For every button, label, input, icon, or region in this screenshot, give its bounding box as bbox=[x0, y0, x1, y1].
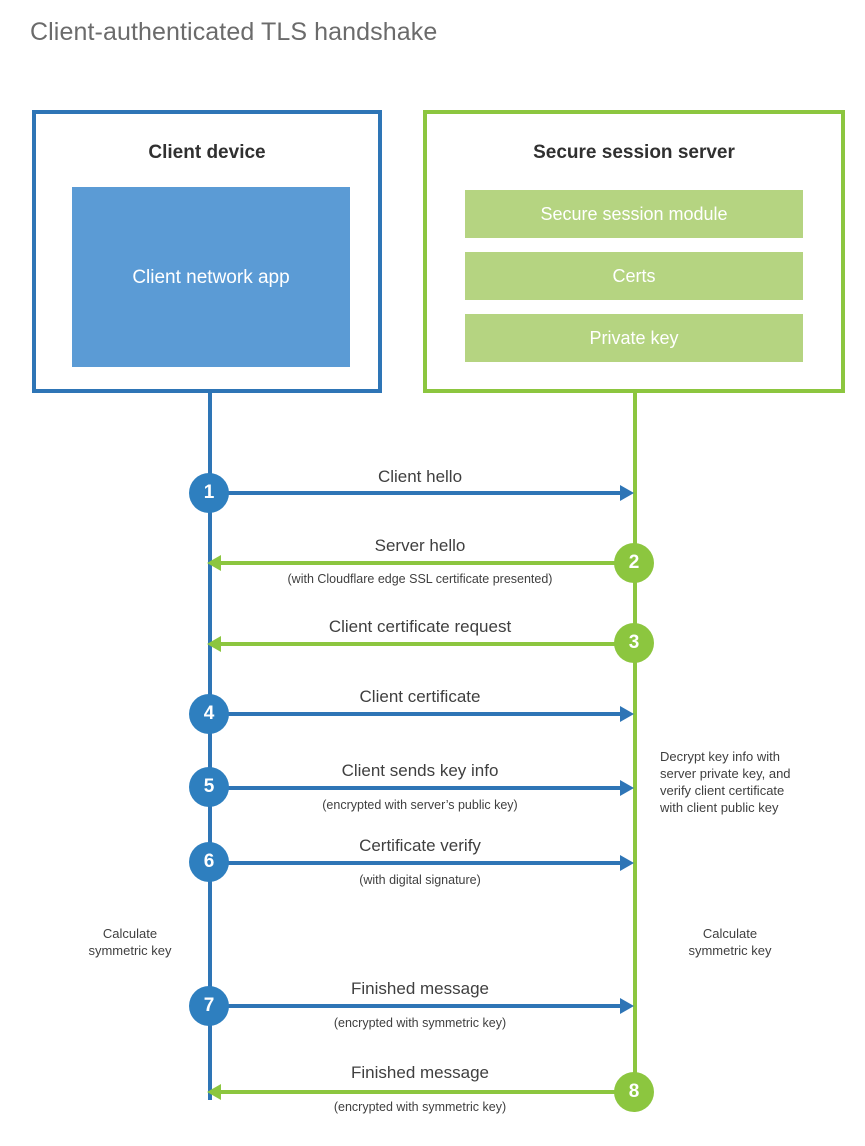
client-device-title: Client device bbox=[148, 142, 266, 163]
step-6-arrow-line bbox=[210, 861, 622, 865]
step-1-arrow-line bbox=[210, 491, 622, 495]
step-6-label: Certificate verify bbox=[359, 836, 481, 855]
step-1-circle[interactable]: 1 bbox=[189, 473, 229, 513]
server-module-label: Private key bbox=[589, 327, 679, 348]
step-7-label: Finished message bbox=[351, 979, 489, 998]
step-2-circle[interactable]: 2 bbox=[614, 543, 654, 583]
step-2-arrow-head bbox=[207, 555, 221, 571]
server-module-label: Certs bbox=[612, 265, 656, 286]
client-network-app-block: Client network app bbox=[72, 187, 350, 367]
step-8-arrow-head bbox=[207, 1084, 221, 1100]
step-7-number: 7 bbox=[203, 995, 215, 1016]
step-2-sublabel: (with Cloudflare edge SSL certificate pr… bbox=[287, 572, 553, 586]
server-decrypt-note: Decrypt key info with server private key… bbox=[660, 749, 791, 815]
step-3-circle[interactable]: 3 bbox=[614, 623, 654, 663]
step-5-number: 5 bbox=[203, 776, 215, 797]
step-8-sublabel: (encrypted with symmetric key) bbox=[333, 1100, 507, 1114]
step-1-label: Client hello bbox=[377, 467, 463, 486]
server-module-private-key: Private key bbox=[465, 314, 803, 362]
server-module-secure-session-module: Secure session module bbox=[465, 190, 803, 238]
step-3-label: Client certificate request bbox=[328, 617, 512, 636]
server-lifeline bbox=[633, 393, 637, 1093]
secure-session-server-box: Secure session server Secure session mod… bbox=[423, 110, 845, 393]
step-5-label: Client sends key info bbox=[341, 761, 499, 780]
step-8-number: 8 bbox=[628, 1081, 640, 1102]
step-6-number: 6 bbox=[203, 851, 215, 872]
step-4-number: 4 bbox=[203, 703, 215, 724]
client-calculate-symmetric-key-note: Calculate symmetric key bbox=[88, 926, 172, 958]
page-title: Client-authenticated TLS handshake bbox=[30, 18, 438, 46]
client-device-box: Client device Client network app bbox=[32, 110, 382, 393]
step-1-arrow-head bbox=[620, 485, 634, 501]
step-4-label: Client certificate bbox=[359, 687, 481, 706]
step-7-circle[interactable]: 7 bbox=[189, 986, 229, 1026]
step-3-number: 3 bbox=[628, 632, 640, 653]
step-5-circle[interactable]: 5 bbox=[189, 767, 229, 807]
step-8-label: Finished message bbox=[351, 1063, 489, 1082]
step-4-arrow-line bbox=[210, 712, 622, 716]
step-2-arrow-line bbox=[221, 561, 635, 565]
step-3-arrow-line bbox=[221, 642, 635, 646]
step-2-number: 2 bbox=[628, 552, 640, 573]
server-module-certs: Certs bbox=[465, 252, 803, 300]
step-8-circle[interactable]: 8 bbox=[614, 1072, 654, 1112]
step-6-arrow-head bbox=[620, 855, 634, 871]
step-5-sublabel: (encrypted with server’s public key) bbox=[322, 798, 518, 812]
step-8-arrow-line bbox=[221, 1090, 635, 1094]
step-1-number: 1 bbox=[203, 482, 215, 503]
step-6-sublabel: (with digital signature) bbox=[359, 873, 481, 887]
client-network-app-label: Client network app bbox=[132, 266, 290, 288]
step-5-arrow-line bbox=[210, 786, 622, 790]
step-6-circle[interactable]: 6 bbox=[189, 842, 229, 882]
step-4-circle[interactable]: 4 bbox=[189, 694, 229, 734]
step-3-arrow-head bbox=[207, 636, 221, 652]
step-7-sublabel: (encrypted with symmetric key) bbox=[333, 1016, 507, 1030]
server-module-label: Secure session module bbox=[540, 203, 728, 224]
step-4-arrow-head bbox=[620, 706, 634, 722]
server-calculate-symmetric-key-note: Calculate symmetric key bbox=[688, 926, 772, 958]
step-7-arrow-line bbox=[210, 1004, 622, 1008]
step-2-label: Server hello bbox=[374, 536, 466, 555]
client-lifeline bbox=[208, 393, 212, 1100]
secure-session-server-title: Secure session server bbox=[533, 142, 735, 163]
step-5-arrow-head bbox=[620, 780, 634, 796]
step-7-arrow-head bbox=[620, 998, 634, 1014]
